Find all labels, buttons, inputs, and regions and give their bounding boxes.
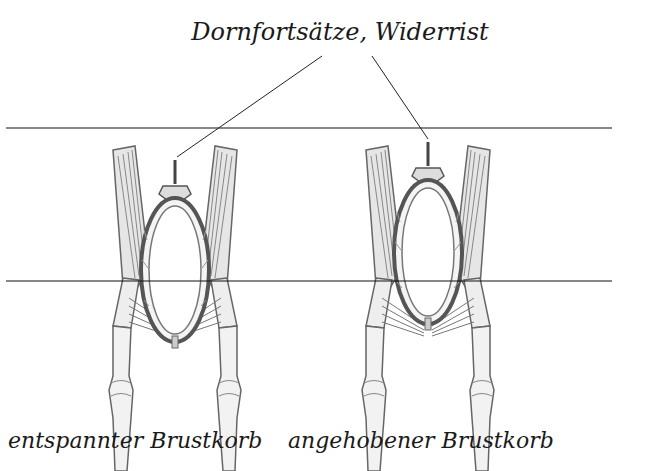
figure-caption: entspannter Brustkorb <box>8 428 262 454</box>
figure-caption: angehobener Brustkorb <box>288 428 554 454</box>
callout-label: Dornfortsätze, Widerrist <box>191 18 489 47</box>
